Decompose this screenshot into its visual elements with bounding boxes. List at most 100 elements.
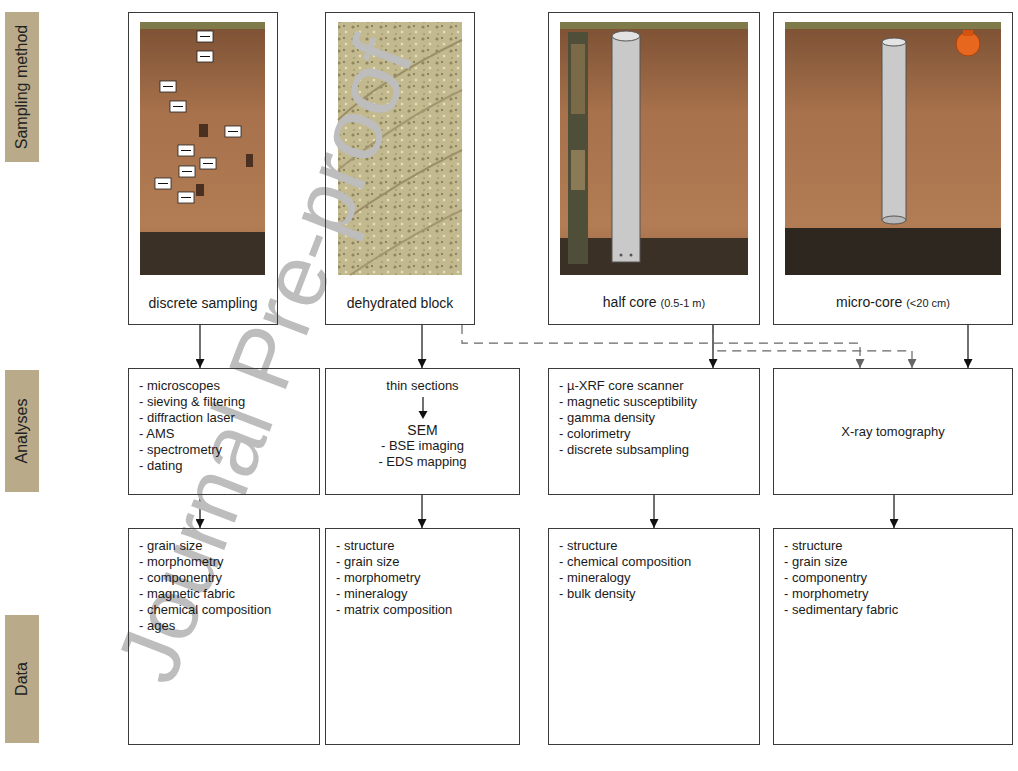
list-item: - magnetic susceptibility <box>559 394 749 410</box>
dashed-arrow <box>713 325 912 368</box>
list-item: - structure <box>559 538 749 554</box>
list-item: - grain size <box>139 538 309 554</box>
list-item: - morphometry <box>139 554 309 570</box>
sample-markers <box>155 31 241 203</box>
list-item: - mineralogy <box>559 570 749 586</box>
dark-horizon <box>785 228 1001 275</box>
grass-strip <box>560 22 748 29</box>
list-item: - structure <box>784 538 1002 554</box>
dark-horizon <box>560 238 748 275</box>
connector-group <box>200 325 968 528</box>
core-length: (0.5-1 m) <box>661 295 706 311</box>
sampling-box: discrete sampling <box>128 12 278 325</box>
sample-marker <box>197 51 213 62</box>
marker-arrow <box>200 56 210 57</box>
sample-marker <box>170 101 186 112</box>
list-item: - matrix composition <box>336 602 509 618</box>
micro-core-top <box>882 38 906 46</box>
list-item: - morphometry <box>784 586 1002 602</box>
analysis-box: - µ-XRF core scanner- magnetic susceptib… <box>548 368 760 495</box>
list-item: - µ-XRF core scanner <box>559 378 749 394</box>
core-dot <box>630 254 633 257</box>
method-caption: discrete sampling <box>149 295 258 311</box>
marker-arrow <box>181 150 191 151</box>
list-item: - morphometry <box>336 570 509 586</box>
list-item: - ages <box>139 618 309 634</box>
flow-arrow <box>967 325 968 368</box>
core-length: (<20 cm) <box>906 295 950 311</box>
marker-arrow <box>181 197 191 198</box>
flow-arrow <box>893 495 894 528</box>
core-tube <box>612 36 640 262</box>
list-item: - EDS mapping <box>336 454 509 470</box>
flow-arrow <box>199 495 200 528</box>
sample-hole <box>196 184 204 196</box>
list-item: - discrete subsampling <box>559 442 749 458</box>
soil-profile <box>140 22 265 275</box>
data-box: - structure- chemical composition- miner… <box>548 528 760 745</box>
sample-hole <box>199 124 208 137</box>
sample-marker <box>160 81 176 92</box>
marker-arrow <box>163 86 173 87</box>
soil-photo <box>140 22 265 275</box>
soil-profile <box>785 22 1001 275</box>
list-item: - chemical composition <box>139 602 309 618</box>
list-item: - mineralogy <box>336 586 509 602</box>
flow-arrow <box>653 495 654 528</box>
list-item: - sieving & filtering <box>139 394 309 410</box>
sampling-box: micro-core(<20 cm) <box>773 12 1013 325</box>
inner-arrow-shaft <box>422 397 423 412</box>
list-item: - structure <box>336 538 509 554</box>
analysis-box: X-ray tomography <box>773 368 1013 495</box>
list-item: - gamma density <box>559 410 749 426</box>
grass-strip <box>140 22 265 29</box>
sample-marker <box>155 178 171 189</box>
list-item: - sedimentary fabric <box>784 602 1002 618</box>
flow-arrow <box>199 325 200 368</box>
soil-profile <box>560 22 748 275</box>
list-item: - colorimetry <box>559 426 749 442</box>
list-item: - chemical composition <box>559 554 749 570</box>
marker-arrow <box>158 183 168 184</box>
marker-arrow <box>203 163 213 164</box>
core-dot <box>620 254 623 257</box>
microcore-photo <box>785 22 1001 275</box>
core-photo <box>560 22 748 275</box>
dashed-arrow <box>462 325 860 368</box>
list-item: - grain size <box>336 554 509 570</box>
micro-core-bottom <box>882 216 906 224</box>
method-caption: micro-core <box>836 294 902 310</box>
analysis-box: thin sectionsSEM- BSE imaging- EDS mappi… <box>325 368 520 495</box>
sample-marker <box>178 145 194 156</box>
marker-arrow <box>228 131 238 132</box>
cap-notch <box>963 30 973 36</box>
sample-marker <box>200 158 216 169</box>
inner-arrow <box>417 396 429 420</box>
data-box: - grain size- morphometry- componentry - … <box>128 528 320 745</box>
sample-marker <box>179 166 195 177</box>
list-item: - componentry <box>784 570 1002 586</box>
grass-strip <box>785 22 1001 29</box>
flow-arrow <box>421 495 422 528</box>
sample-marker <box>178 192 194 203</box>
marker-arrow <box>182 171 192 172</box>
method-caption: dehydrated block <box>347 295 454 311</box>
list-item: - BSE imaging <box>336 438 509 454</box>
sampling-box: dehydrated block <box>325 12 475 325</box>
core-image-layer <box>571 150 585 190</box>
sample-hole <box>246 154 253 167</box>
core-tube-top <box>612 31 640 41</box>
row-label: Data <box>12 662 32 696</box>
sampling-box: half core(0.5-1 m) <box>548 12 760 325</box>
inner-arrow-head <box>418 411 427 419</box>
list-item: - componentry <box>139 570 309 586</box>
row-band: Analyses <box>5 370 39 492</box>
analysis-box: - microscopes- sieving & filtering- diff… <box>128 368 320 495</box>
marker-arrow <box>200 36 210 37</box>
method-caption: half core <box>603 294 657 310</box>
row-label: Analyses <box>12 399 32 464</box>
marker-arrows <box>158 37 238 198</box>
list-item: - spectrometry <box>139 442 309 458</box>
list-item: - AMS <box>139 426 309 442</box>
